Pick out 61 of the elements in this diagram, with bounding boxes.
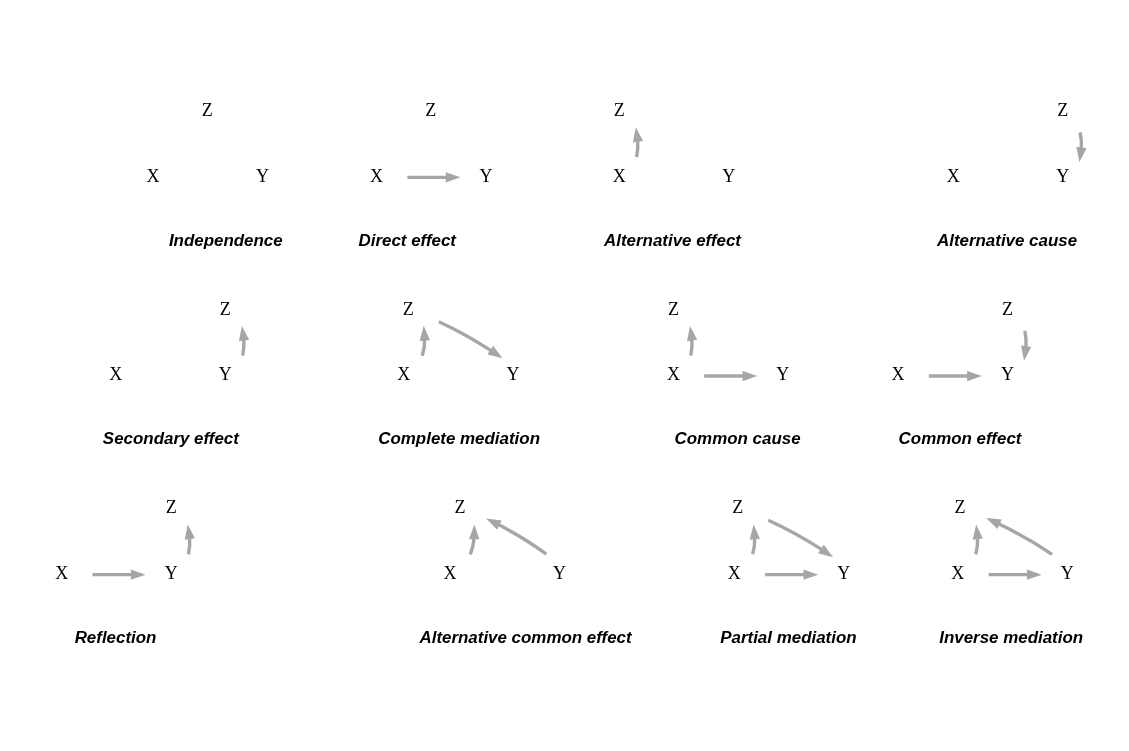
label: Partial mediation [720, 627, 857, 647]
node-text: X [397, 363, 411, 384]
arrow [468, 524, 480, 555]
arrow [765, 569, 819, 580]
node-text: Y [506, 363, 520, 384]
node-text: X [727, 562, 741, 583]
node-text: Y [776, 363, 790, 384]
node-text: X [109, 363, 123, 384]
node-text: X [443, 562, 457, 583]
node-text: Y [256, 165, 270, 186]
label: Complete mediation [378, 428, 540, 448]
node-text: Z [402, 298, 414, 319]
node-text: Z [425, 99, 437, 120]
node-text: X [951, 562, 965, 583]
node-text: Z [954, 496, 966, 517]
label: Independence [168, 230, 283, 250]
arrow [1021, 330, 1032, 361]
label: Secondary effect [102, 428, 239, 448]
node-text: Z [454, 496, 466, 517]
arrow [407, 171, 461, 182]
label: Common effect [898, 428, 1022, 448]
node-text: Y [164, 562, 178, 583]
node-text: Z [667, 298, 679, 319]
arrow [988, 569, 1042, 580]
node-text: Y [1060, 562, 1074, 583]
node-text: X [946, 165, 960, 186]
label: Direct effect [358, 230, 457, 250]
node-text: X [146, 165, 160, 186]
node-text: Y [722, 165, 736, 186]
node-text: Z [201, 99, 213, 120]
node-text: Z [165, 496, 177, 517]
label: Reflection [74, 627, 157, 647]
node-text: Y [479, 165, 493, 186]
label: Alternative common effect [419, 627, 632, 647]
arrow [687, 325, 698, 356]
node-text: X [666, 363, 680, 384]
arrow [92, 569, 146, 580]
node-text: Y [1000, 363, 1015, 384]
label: Inverse mediation [939, 627, 1084, 647]
label: Alternative cause [936, 230, 1078, 250]
node-text: Z [1001, 298, 1014, 319]
node-text: Z [219, 298, 231, 319]
arrow [986, 517, 1053, 556]
node-text: Y [837, 562, 851, 583]
node-text: Y [218, 363, 232, 384]
arrow [438, 319, 503, 358]
node-text: X [370, 165, 384, 186]
node-text: X [55, 562, 69, 583]
node-text: Z [613, 99, 625, 120]
arrow [704, 370, 758, 381]
node-text: Z [732, 496, 744, 517]
node-text: Y [552, 562, 566, 583]
label: Common cause [674, 428, 801, 448]
arrow [928, 370, 982, 381]
node-text: X [891, 363, 905, 384]
arrow [486, 517, 548, 555]
node-text: X [612, 165, 626, 186]
node-text: Y [1056, 165, 1070, 186]
arrow [767, 518, 834, 557]
label: Alternative effect [604, 230, 741, 250]
node-text: Z [1057, 99, 1069, 120]
